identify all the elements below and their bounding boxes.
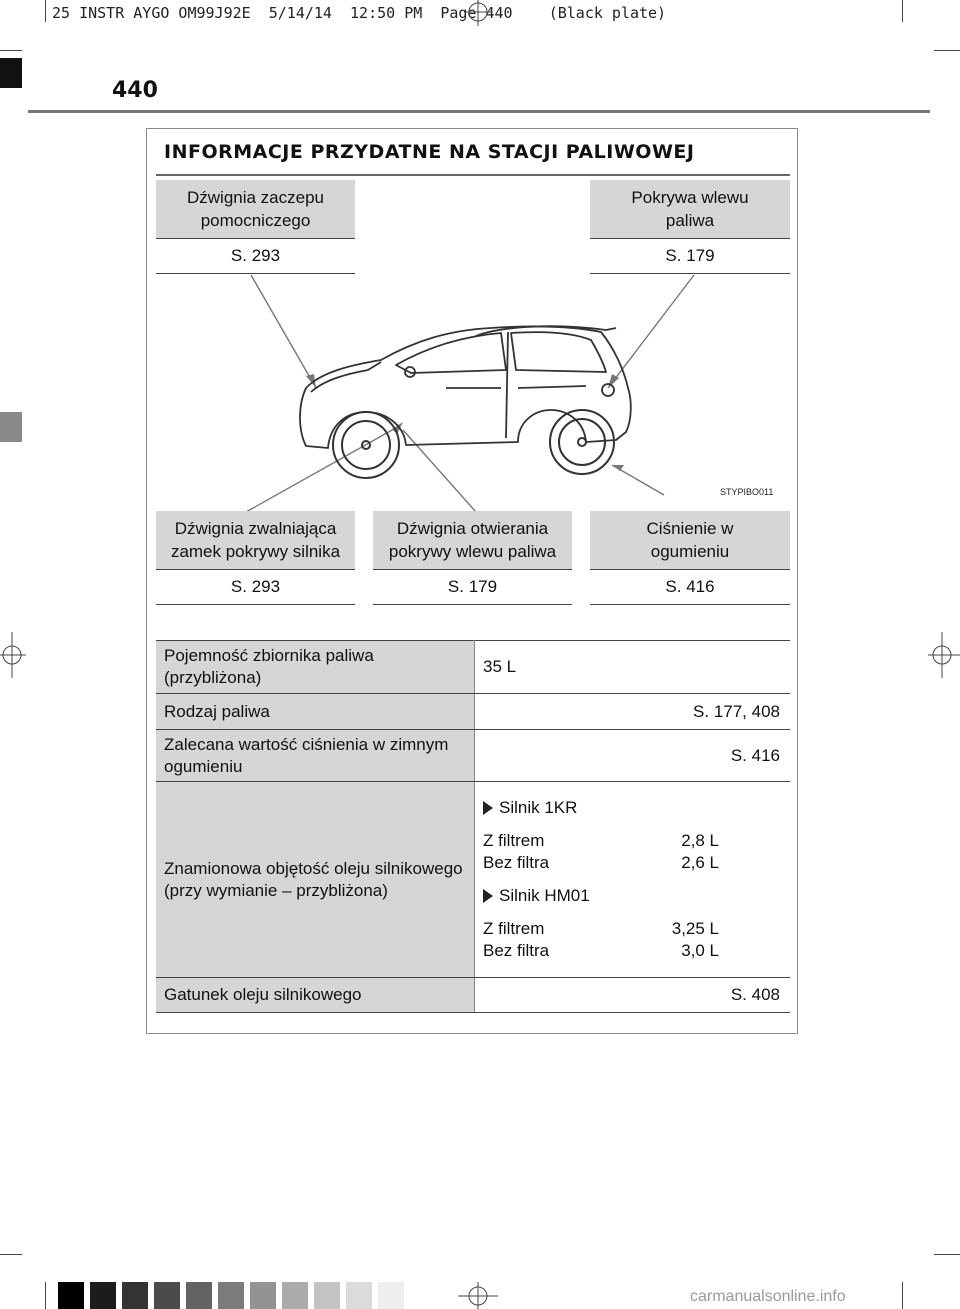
triangle-bullet-icon: [483, 800, 493, 815]
crop-mark: [0, 1254, 22, 1255]
spec-table: Pojemność zbiornika paliwa (przybliżona)…: [156, 640, 790, 1013]
oil-row: Bez filtra 3,0 L: [483, 940, 719, 962]
oil-row-value: 3,25 L: [671, 918, 719, 938]
crop-mark: [45, 0, 46, 22]
oil-row-label: Z filtrem: [483, 830, 545, 850]
row-value: S. 416: [474, 729, 790, 782]
row-label: Gatunek oleju silnikowego: [156, 977, 475, 1013]
callout-label: Pokrywa wlewu paliwa: [631, 188, 749, 230]
calibration-swatch: [58, 1282, 84, 1309]
callout-page-ref: S. 416: [590, 577, 790, 605]
content-frame: [146, 128, 798, 1034]
callout-page-ref: S. 293: [156, 246, 355, 274]
oil-capacity-values: Silnik 1KR Z filtrem 2,8 L Bez filtra 2,…: [474, 781, 790, 978]
engine-heading: Silnik HM01: [483, 886, 780, 906]
crop-mark: [902, 1282, 903, 1309]
callout-label: Dźwignia zaczepu pomocniczego: [186, 188, 324, 230]
table-row: Zalecana wartość ciśnienia w zimnym ogum…: [156, 729, 790, 782]
row-value: S. 408: [474, 977, 790, 1013]
color-calibration-bar: [58, 1282, 404, 1309]
oil-row-value: 2,6 L: [681, 852, 719, 872]
triangle-bullet-icon: [483, 888, 493, 903]
callout-label: Dźwignia otwierania pokrywy wlewu paliwa: [388, 519, 557, 561]
crop-mark: [0, 50, 22, 51]
callout-page-ref: S. 293: [156, 577, 355, 605]
row-label: Znamionowa objętość oleju silnikowego (p…: [156, 781, 475, 978]
calibration-swatch: [250, 1282, 276, 1309]
image-code: STYPIBO011: [720, 487, 774, 497]
callout-auxiliary-catch: Dźwignia zaczepu pomocniczego: [156, 180, 355, 239]
oil-row-value: 2,8 L: [681, 830, 719, 850]
table-row: Pojemność zbiornika paliwa (przybliżona)…: [156, 640, 790, 694]
row-value: 35 L: [474, 640, 790, 694]
engine-name: Silnik HM01: [499, 885, 590, 905]
oil-row-label: Bez filtra: [483, 940, 550, 960]
row-value: S. 177, 408: [474, 693, 790, 730]
callout-label: Ciśnienie w ogumieniu: [646, 519, 734, 561]
callout-hood-release: Dźwignia zwalniająca zamek pokrywy silni…: [156, 511, 355, 570]
calibration-swatch: [346, 1282, 372, 1309]
section-tab-gray: [0, 412, 22, 442]
watermark: carmanualsonline.info: [690, 1288, 846, 1305]
calibration-swatch: [378, 1282, 404, 1309]
callout-fuel-cap: Pokrywa wlewu paliwa: [590, 180, 790, 239]
row-label: Pojemność zbiornika paliwa (przybliżona): [156, 640, 475, 694]
row-label: Rodzaj paliwa: [156, 693, 475, 730]
crop-mark: [45, 1282, 46, 1309]
header-rule: [28, 110, 930, 113]
oil-row-label: Z filtrem: [483, 918, 545, 938]
calibration-swatch: [314, 1282, 340, 1309]
section-tab-black: [0, 58, 22, 88]
table-row: Rodzaj paliwa S. 177, 408: [156, 693, 790, 730]
calibration-swatch: [122, 1282, 148, 1309]
print-header: 25 INSTR AYGO OM99J92E 5/14/14 12:50 PM …: [52, 4, 667, 22]
calibration-swatch: [90, 1282, 116, 1309]
oil-row: Bez filtra 2,6 L: [483, 852, 719, 874]
oil-row-value: 3,0 L: [681, 940, 719, 960]
crop-mark: [902, 0, 903, 22]
table-row: Znamionowa objętość oleju silnikowego (p…: [156, 781, 790, 978]
row-label: Zalecana wartość ciśnienia w zimnym ogum…: [156, 729, 475, 782]
callout-tire-pressure: Ciśnienie w ogumieniu: [590, 511, 790, 570]
oil-row: Z filtrem 2,8 L: [483, 830, 719, 852]
section-title: INFORMACJE PRZYDATNE NA STACJI PALIWOWEJ: [164, 141, 695, 163]
callout-fuel-door-opener: Dźwignia otwierania pokrywy wlewu paliwa: [373, 511, 572, 570]
car-illustration: [245, 274, 695, 513]
engine-name: Silnik 1KR: [499, 797, 578, 817]
calibration-swatch: [186, 1282, 212, 1309]
table-row: Gatunek oleju silnikowego S. 408: [156, 977, 790, 1013]
calibration-swatch: [282, 1282, 308, 1309]
engine-heading: Silnik 1KR: [483, 798, 780, 818]
crop-mark: [934, 50, 960, 51]
calibration-swatch: [154, 1282, 180, 1309]
page-number: 440: [112, 78, 158, 103]
callout-label: Dźwignia zwalniająca zamek pokrywy silni…: [170, 519, 341, 561]
calibration-swatch: [218, 1282, 244, 1309]
crop-mark: [934, 1254, 960, 1255]
oil-row-label: Bez filtra: [483, 852, 550, 872]
oil-row: Z filtrem 3,25 L: [483, 918, 719, 940]
callout-page-ref: S. 179: [590, 246, 790, 274]
title-rule: [156, 174, 790, 176]
callout-page-ref: S. 179: [373, 577, 572, 605]
